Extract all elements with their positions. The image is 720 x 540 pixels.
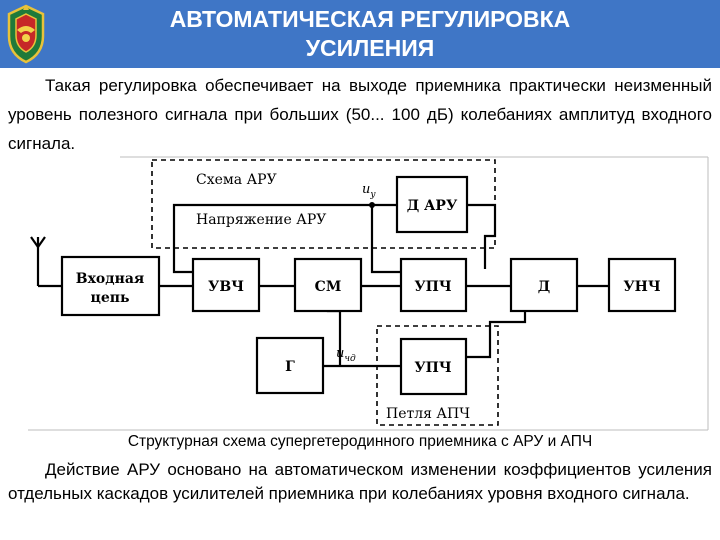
afc-loop-region (376, 325, 499, 426)
page-title: АВТОМАТИЧЕСКАЯ РЕГУЛИРОВКА УСИЛЕНИЯ (60, 5, 680, 63)
wire-agc-to-if (370, 205, 401, 274)
detector-block: Д (509, 257, 579, 313)
if-amplifier-block: УПЧ (399, 257, 468, 313)
agc-circuit-label: Схема АРУ (196, 172, 277, 188)
diagram-caption: Структурная схема супергетеродинного при… (127, 433, 593, 450)
wire-detector-to-afc-amp (466, 304, 527, 359)
signal-u-label: uу (362, 182, 376, 200)
agc-junction-dot (369, 202, 375, 208)
agc-detector-label: Д АРУ (407, 198, 458, 214)
title-line-1: АВТОМАТИЧЕСКАЯ РЕГУЛИРОВКА (169, 6, 571, 32)
input-circuit-label-2: цепь (91, 290, 130, 306)
intro-paragraph: Такая регулировка обеспечивает на выходе… (8, 76, 712, 153)
title-line-2: УСИЛЕНИЯ (305, 35, 435, 61)
antenna-icon (30, 236, 62, 288)
rf-amplifier-block: УВЧ (191, 257, 261, 313)
signal-u-fd-label: uчд (336, 346, 356, 364)
agc-voltage-label: Напряжение АРУ (196, 212, 326, 228)
input-circuit-block: Входная цепь (60, 255, 161, 317)
wire-if-to-agc-detector (467, 203, 497, 269)
wire-agc-voltage-bus (172, 203, 397, 274)
afc-loop-label: Петля АПЧ (386, 406, 470, 422)
detector-label: Д (538, 279, 550, 295)
title-bar: АВТОМАТИЧЕСКАЯ РЕГУЛИРОВКА УСИЛЕНИЯ (0, 0, 720, 68)
mixer-label: СМ (315, 279, 342, 295)
afc-if-amplifier-label: УПЧ (414, 360, 452, 376)
closing-paragraph: Действие АРУ основано на автоматическом … (8, 460, 712, 503)
input-circuit-label-1: Входная (76, 271, 145, 287)
if-amplifier-label: УПЧ (414, 279, 452, 295)
military-emblem-icon (7, 4, 45, 64)
af-amplifier-block: УНЧ (607, 257, 677, 313)
oscillator-label: Г (285, 359, 295, 375)
oscillator-block: Г (255, 336, 325, 395)
af-amplifier-label: УНЧ (623, 279, 661, 295)
afc-if-amplifier-block: УПЧ (399, 337, 468, 396)
mixer-block: СМ (293, 257, 363, 313)
rf-amplifier-label: УВЧ (208, 279, 244, 295)
agc-detector-block: Д АРУ (395, 175, 469, 234)
